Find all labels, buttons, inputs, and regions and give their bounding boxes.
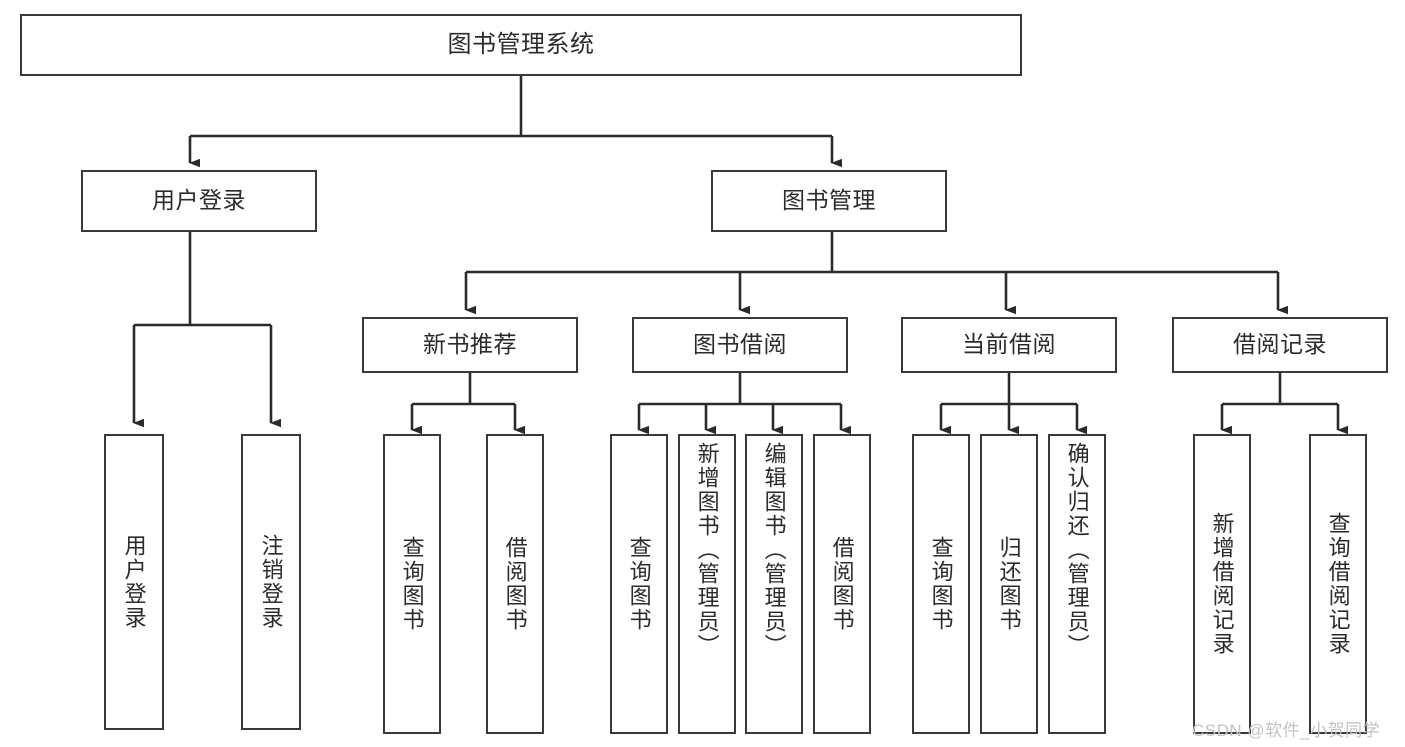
node-label: 用户登录 <box>152 187 246 214</box>
node-leaf-recommend-borrow-book[interactable]: 借阅图书 <box>486 434 544 734</box>
csdn-watermark: CSDN @软件_小贺同学 <box>1192 721 1381 740</box>
node-book-borrow[interactable]: 图书借阅 <box>632 317 848 373</box>
node-label: 图书管理系统 <box>447 30 595 58</box>
node-leaf-user-logout[interactable]: 注销登录 <box>241 434 301 730</box>
node-user-login[interactable]: 用户登录 <box>81 170 317 232</box>
node-current-borrow[interactable]: 当前借阅 <box>901 317 1117 373</box>
node-root-system[interactable]: 图书管理系统 <box>20 14 1022 76</box>
node-label: 用户登录 <box>121 534 147 630</box>
node-leaf-record-query[interactable]: 查询借阅记录 <box>1309 434 1367 734</box>
node-new-book-recommend[interactable]: 新书推荐 <box>362 317 578 373</box>
node-leaf-borrow-add-book-admin[interactable]: 新增图书（管理员） <box>678 434 736 734</box>
node-label: 当前借阅 <box>962 331 1056 358</box>
node-leaf-current-return-book[interactable]: 归还图书 <box>980 434 1038 734</box>
node-label: 新增借阅记录 <box>1209 512 1235 656</box>
node-label: 查询借阅记录 <box>1325 512 1351 656</box>
node-borrow-record[interactable]: 借阅记录 <box>1172 317 1388 373</box>
node-label: 借阅图书 <box>829 536 855 632</box>
node-label: 确认归还（管理员） <box>1064 442 1090 658</box>
node-label: 查询图书 <box>399 536 425 632</box>
node-leaf-user-login[interactable]: 用户登录 <box>104 434 164 730</box>
node-label: 查询图书 <box>928 536 954 632</box>
node-label: 注销登录 <box>258 534 284 630</box>
node-label: 查询图书 <box>626 536 652 632</box>
node-leaf-current-confirm-return-admin[interactable]: 确认归还（管理员） <box>1048 434 1106 734</box>
node-leaf-borrow-edit-book-admin[interactable]: 编辑图书（管理员） <box>745 434 803 734</box>
node-leaf-record-add[interactable]: 新增借阅记录 <box>1193 434 1251 734</box>
node-leaf-recommend-query-book[interactable]: 查询图书 <box>383 434 441 734</box>
node-book-manage[interactable]: 图书管理 <box>711 170 947 232</box>
node-leaf-current-query-book[interactable]: 查询图书 <box>912 434 970 734</box>
node-label: 新增图书（管理员） <box>694 442 720 658</box>
node-leaf-borrow-lend-book[interactable]: 借阅图书 <box>813 434 871 734</box>
node-leaf-borrow-query-book[interactable]: 查询图书 <box>610 434 668 734</box>
node-label: 图书管理 <box>782 187 876 214</box>
node-label: 借阅记录 <box>1233 331 1327 358</box>
node-label: 图书借阅 <box>693 331 787 358</box>
node-label: 借阅图书 <box>502 536 528 632</box>
node-label: 新书推荐 <box>423 331 517 358</box>
node-label: 归还图书 <box>996 536 1022 632</box>
node-label: 编辑图书（管理员） <box>761 442 787 658</box>
